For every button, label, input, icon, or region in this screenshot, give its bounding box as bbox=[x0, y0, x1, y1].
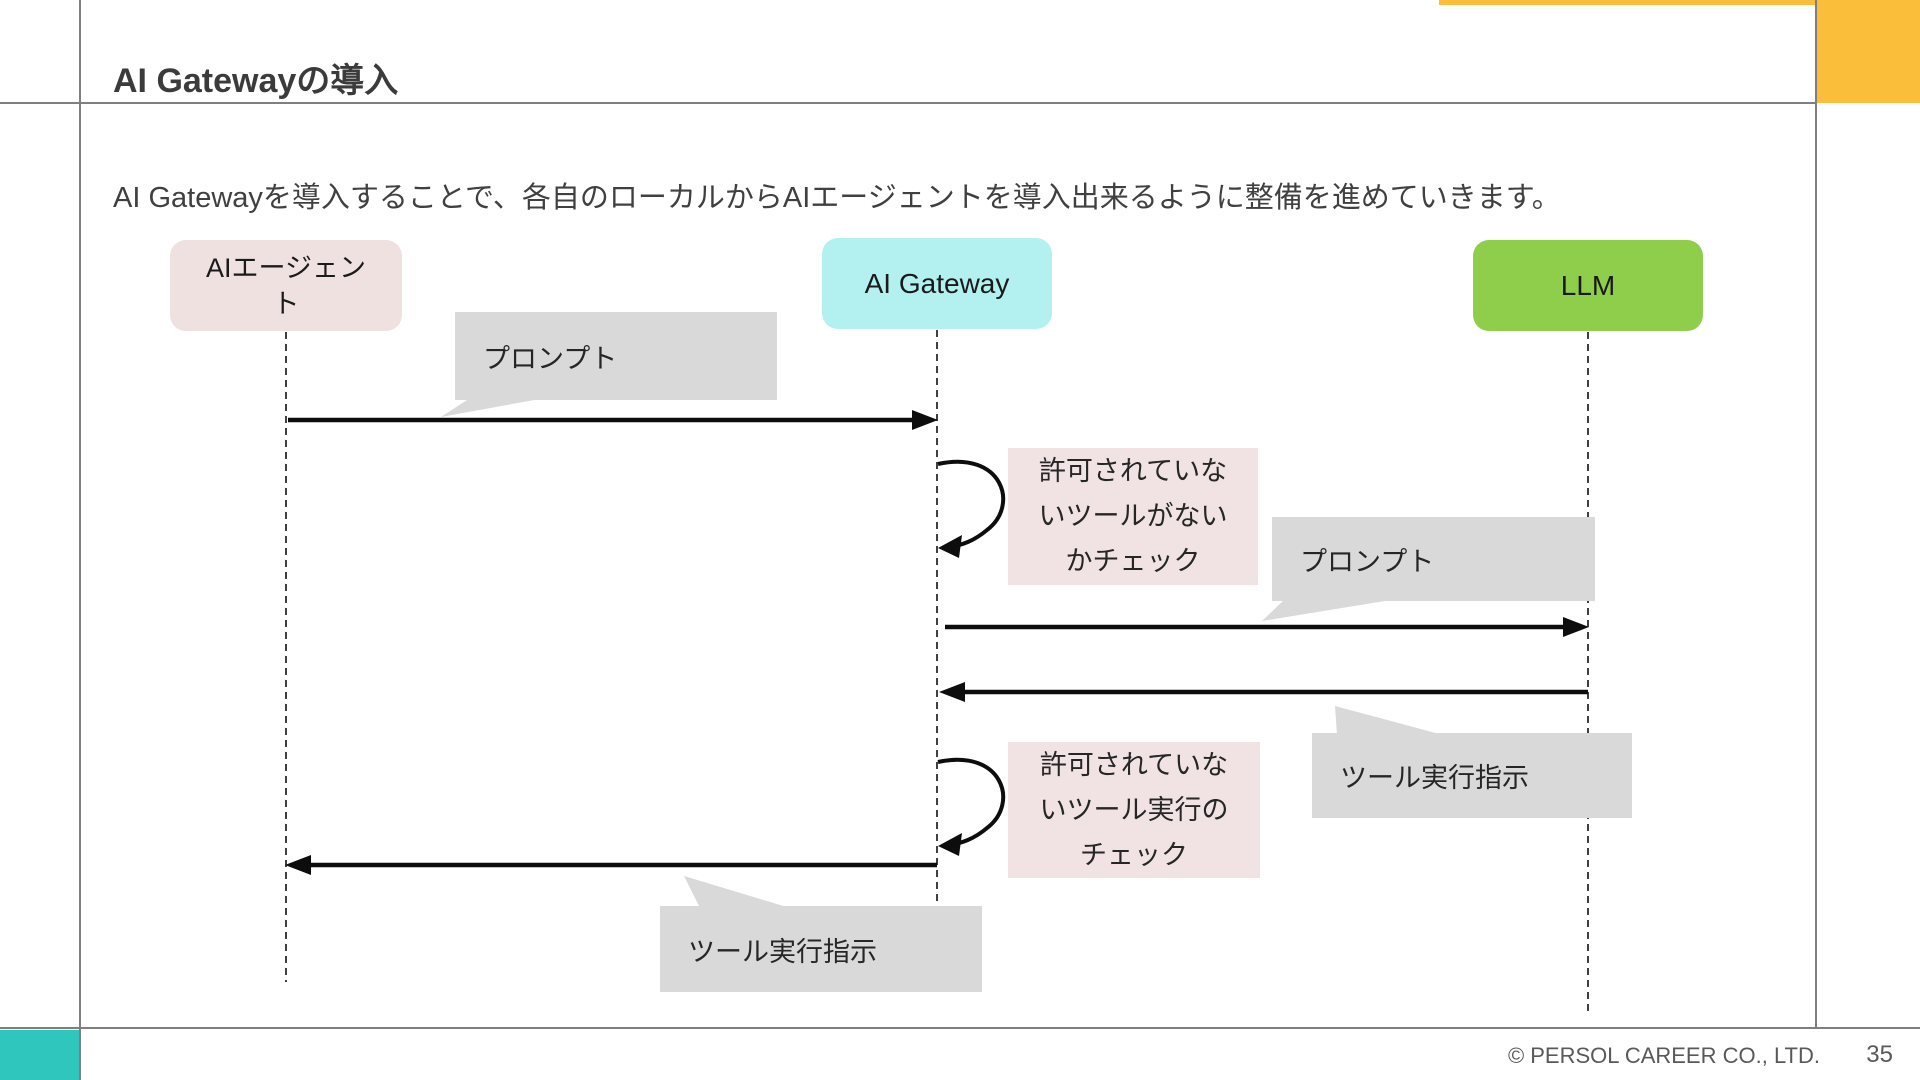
message-callout-tool-exec-2: ツール実行指示 bbox=[660, 906, 982, 992]
message-label: プロンプト bbox=[1300, 546, 1435, 577]
accent-orange-strip bbox=[1439, 0, 1817, 5]
accent-orange-block bbox=[1817, 0, 1920, 103]
callout-tail-4 bbox=[684, 876, 790, 908]
actor-box-llm: LLM bbox=[1473, 240, 1703, 331]
page-title: AI Gatewayの導入 bbox=[113, 61, 399, 100]
actor-label-llm: LLM bbox=[1560, 269, 1616, 301]
actor-label-ai-gateway: AI Gateway bbox=[864, 267, 1010, 299]
actor-label-ai-agent: AIエージェント bbox=[206, 252, 366, 319]
page-number: 35 bbox=[1866, 1041, 1893, 1068]
frame-bottom-line bbox=[0, 1027, 1920, 1029]
check-note-tools-allowed: 許可されていないツールがないかチェック bbox=[1008, 448, 1258, 585]
copyright-text: © PERSOL CAREER CO., LTD. bbox=[1507, 1043, 1820, 1068]
accent-teal-block bbox=[0, 1030, 79, 1080]
callout-tail-1 bbox=[441, 398, 545, 417]
message-label: ツール実行指示 bbox=[1340, 763, 1529, 793]
actor-box-ai-gateway: AI Gateway bbox=[822, 238, 1052, 329]
frame-left-line bbox=[79, 0, 81, 1080]
check-note-label: 許可されていないツールがないかチェック bbox=[1038, 456, 1228, 576]
check-note-tool-execution: 許可されていないツール実行のチェック bbox=[1008, 742, 1260, 878]
slide-body-text: AI Gatewayを導入することで、各自のローカルからAIエージェントを導入出… bbox=[113, 182, 1561, 214]
actor-box-ai-agent: AIエージェント bbox=[170, 240, 402, 331]
frame-top-line bbox=[0, 102, 1817, 104]
message-callout-prompt-2: プロンプト bbox=[1272, 517, 1595, 601]
callout-tail-3 bbox=[1335, 706, 1443, 735]
frame-right-line bbox=[1815, 0, 1817, 1029]
message-label: ツール実行指示 bbox=[688, 936, 877, 967]
message-callout-tool-exec-1: ツール実行指示 bbox=[1312, 733, 1632, 818]
callout-tail-2 bbox=[1262, 599, 1397, 621]
message-callout-prompt-1: プロンプト bbox=[455, 312, 777, 400]
message-label: プロンプト bbox=[483, 343, 618, 374]
check-note-label: 許可されていないツール実行のチェック bbox=[1039, 749, 1229, 870]
